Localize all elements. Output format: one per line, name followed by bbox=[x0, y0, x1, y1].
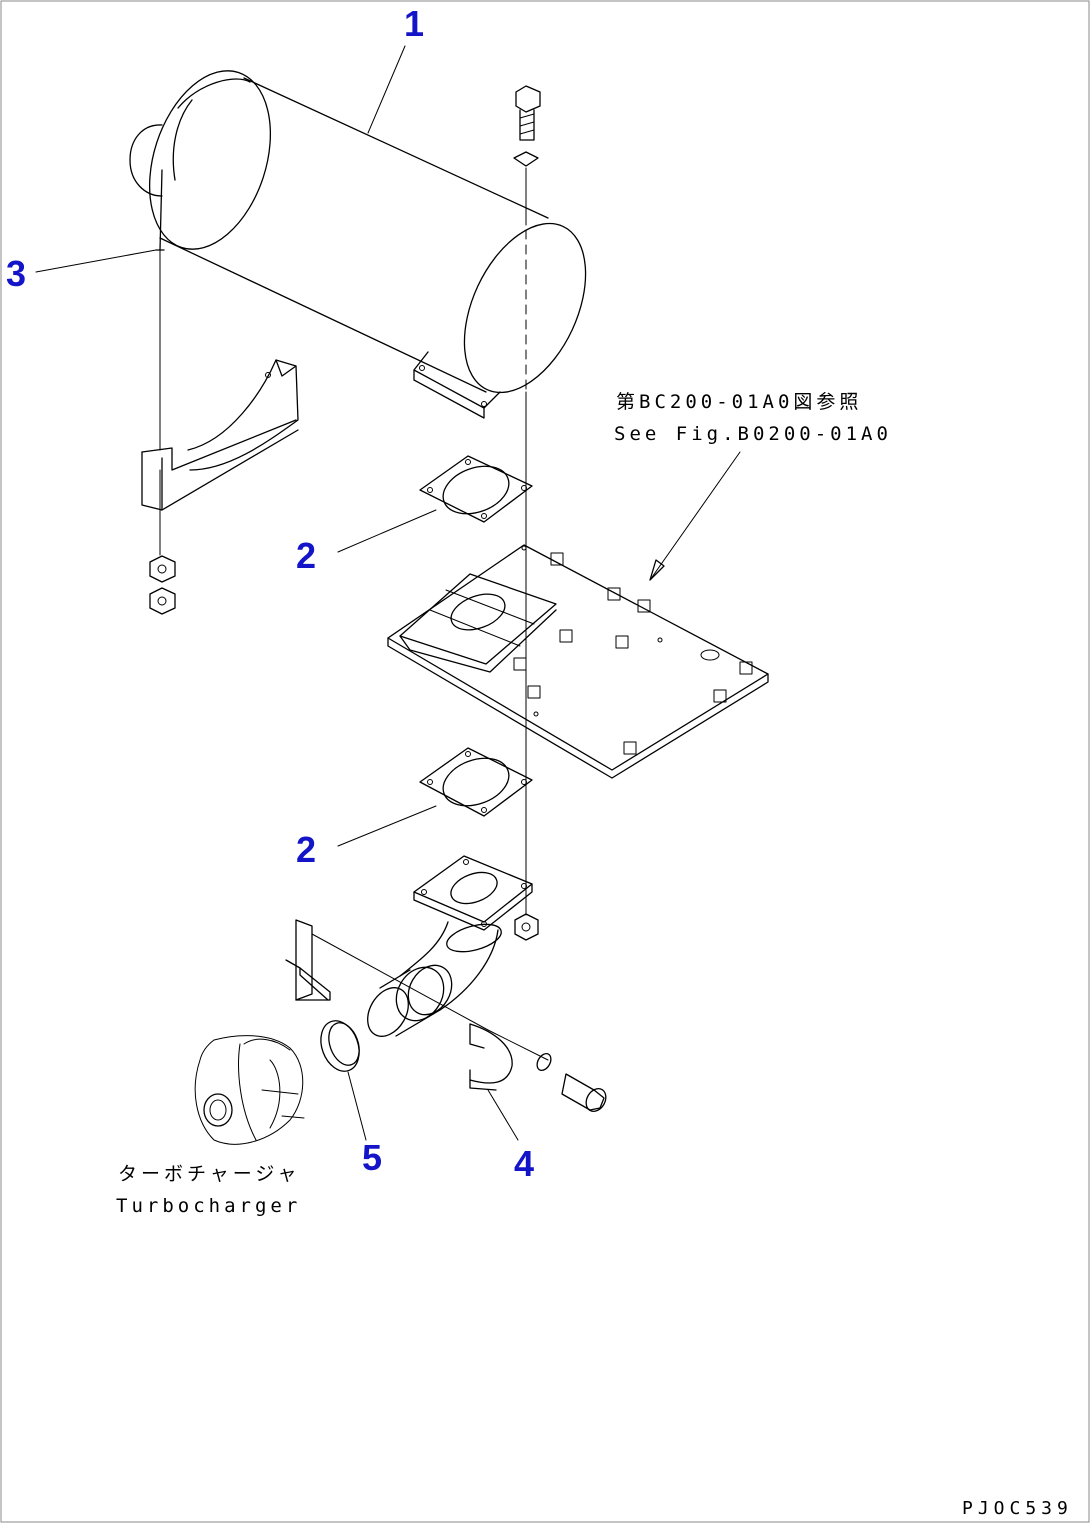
turbocharger-label-en: Turbocharger bbox=[116, 1195, 301, 1217]
exhaust-pipe-drawing bbox=[367, 855, 539, 1037]
gasket-lower-drawing bbox=[419, 747, 533, 817]
turbocharger-drawing bbox=[194, 1035, 305, 1145]
gasket-upper-drawing bbox=[419, 455, 533, 523]
reference-note-en: See Fig.B0200-01A0 bbox=[614, 423, 892, 445]
callout-4: 4 bbox=[514, 1143, 534, 1184]
reference-note-jp: 第BC200-01A0図参照 bbox=[616, 391, 862, 413]
turbocharger-label-jp: ターボチャージャ bbox=[118, 1163, 300, 1185]
callout-2-upper: 2 bbox=[296, 535, 316, 576]
callout-5: 5 bbox=[362, 1137, 382, 1178]
bolt-top-drawing bbox=[513, 85, 541, 916]
mounting-plate-drawing bbox=[387, 451, 769, 779]
support-bracket-drawing bbox=[141, 359, 299, 615]
clamp-ring-drawing bbox=[320, 1020, 360, 1072]
callout-3: 3 bbox=[6, 253, 26, 294]
callout-2-lower: 2 bbox=[296, 829, 316, 870]
leader-lines bbox=[35, 45, 519, 1141]
document-id: PJOC539 bbox=[962, 1498, 1073, 1519]
clamp-drawing bbox=[285, 919, 607, 1112]
muffler-drawing bbox=[129, 70, 587, 451]
callout-1: 1 bbox=[404, 3, 424, 44]
